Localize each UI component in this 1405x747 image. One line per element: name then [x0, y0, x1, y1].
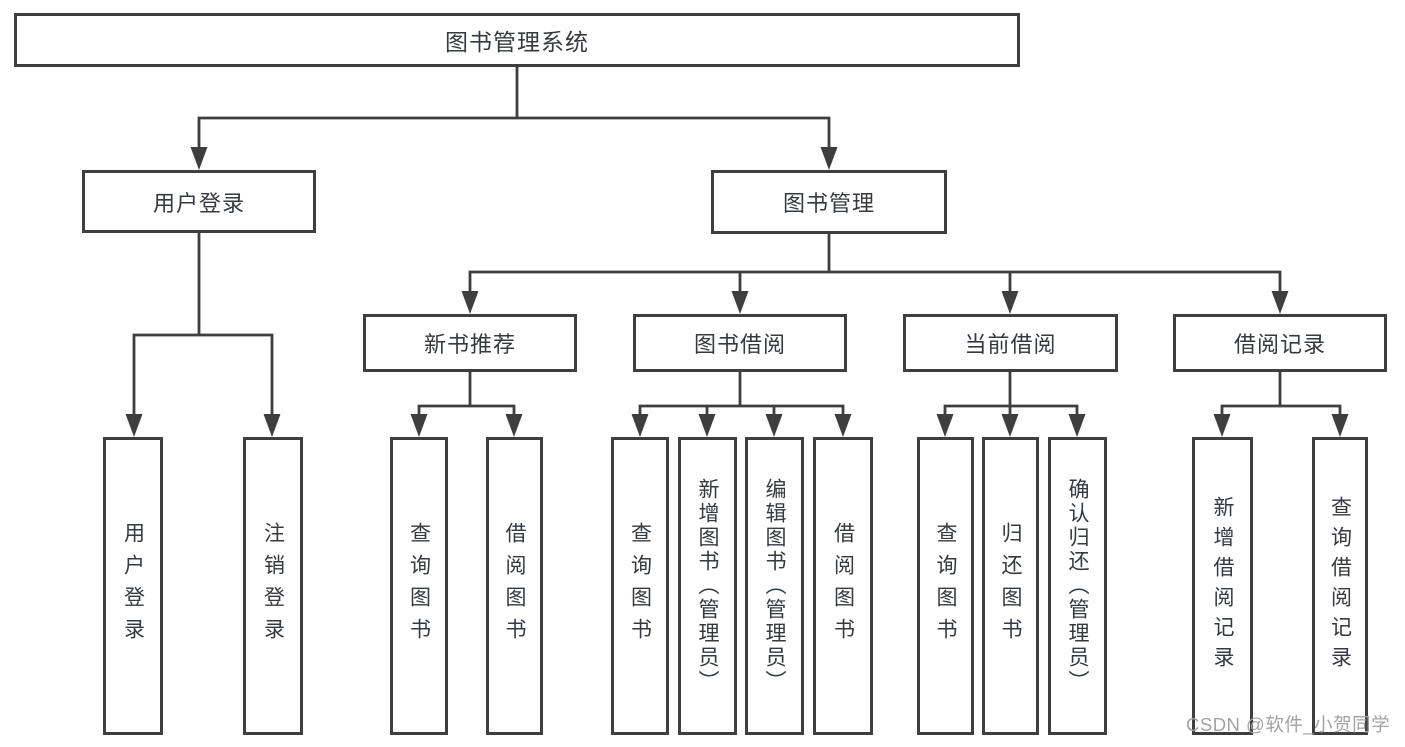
connector-new-rec-rail: [417, 404, 516, 417]
node-user-login: 用户登录: [82, 170, 316, 233]
leaf-edit-book-admin: 编辑图书（管理员）: [745, 437, 804, 735]
leaf-add-borrow-record: 新增借阅记录: [1192, 437, 1253, 735]
leaf-return-book: 归还图书: [982, 437, 1039, 735]
arrow-down-icon: [820, 147, 838, 170]
node-library-management-system: 图书管理系统: [14, 13, 1020, 67]
leaf-query-book-1: 查询图书: [390, 437, 448, 735]
arrow-down-icon: [1331, 414, 1349, 437]
leaf-user-login: 用户登录: [103, 437, 163, 735]
csdn-watermark: CSDN @软件_小贺同学: [1186, 714, 1391, 735]
connector-user-login-rail: [132, 333, 274, 416]
arrow-down-icon: [834, 414, 852, 437]
arrow-down-icon: [190, 147, 208, 170]
leaf-edit-book-admin-label: 编辑图书（管理员）: [763, 478, 786, 694]
arrow-down-icon: [1271, 291, 1289, 314]
leaf-add-book-admin: 新增图书（管理员）: [678, 437, 737, 735]
node-book-borrow: 图书借阅: [633, 314, 847, 372]
arrow-down-icon: [1001, 291, 1019, 314]
node-current-borrow: 当前借阅: [903, 314, 1118, 372]
arrow-down-icon: [765, 414, 783, 437]
leaf-query-borrow-record: 查询借阅记录: [1312, 437, 1368, 735]
leaf-query-book-3-label: 查询图书: [934, 522, 957, 650]
arrow-down-icon: [631, 414, 649, 437]
arrow-down-icon: [410, 414, 428, 437]
arrow-down-icon: [1068, 414, 1086, 437]
connector-root-rail: [197, 116, 831, 150]
arrow-down-icon: [698, 414, 716, 437]
leaf-borrow-book-1: 借阅图书: [486, 437, 543, 735]
node-book-management: 图书管理: [711, 170, 947, 234]
connector-borrow-rail: [638, 404, 845, 417]
leaf-return-book-label: 归还图书: [999, 522, 1022, 650]
leaf-add-borrow-record-label: 新增借阅记录: [1211, 496, 1234, 676]
arrow-down-icon: [731, 291, 749, 314]
leaf-logout: 注销登录: [243, 437, 303, 735]
leaf-logout-label: 注销登录: [261, 522, 285, 650]
connector-book-mgmt-rail: [468, 270, 1282, 294]
leaf-query-book-2-label: 查询图书: [628, 522, 652, 650]
leaf-add-book-admin-label: 新增图书（管理员）: [696, 478, 719, 694]
arrow-down-icon: [263, 414, 281, 437]
connector-records-rail: [1220, 404, 1342, 417]
leaf-query-borrow-record-label: 查询借阅记录: [1328, 496, 1352, 676]
leaf-confirm-return-admin: 确认归还（管理员）: [1048, 437, 1107, 735]
leaf-query-book-1-label: 查询图书: [407, 522, 431, 650]
leaf-query-book-3: 查询图书: [917, 437, 974, 735]
arrowheads: [125, 147, 1349, 437]
arrow-down-icon: [505, 414, 523, 437]
leaf-borrow-book-2-label: 借阅图书: [831, 522, 855, 650]
node-new-book-recommend: 新书推荐: [363, 314, 577, 372]
arrow-down-icon: [461, 291, 479, 314]
arrow-down-icon: [1213, 414, 1231, 437]
node-borrow-records: 借阅记录: [1173, 314, 1387, 372]
leaf-borrow-book-2: 借阅图书: [813, 437, 873, 735]
leaf-confirm-return-admin-label: 确认归还（管理员）: [1066, 478, 1089, 694]
leaf-query-book-2: 查询图书: [611, 437, 669, 735]
arrow-down-icon: [1001, 414, 1019, 437]
arrow-down-icon: [125, 414, 143, 437]
leaf-borrow-book-1-label: 借阅图书: [503, 522, 526, 650]
leaf-user-login-label: 用户登录: [121, 522, 145, 650]
arrow-down-icon: [936, 414, 954, 437]
